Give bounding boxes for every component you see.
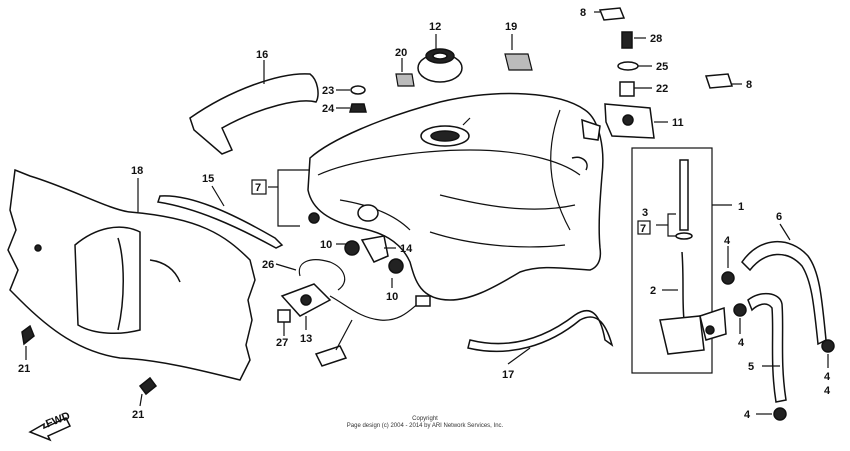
bolt-21-a [21,324,35,346]
fuel-unit-13 [280,259,431,367]
callout-21: 21 [18,363,30,375]
grommet-9 [308,212,320,224]
callout-15: 15 [202,173,214,185]
washer-25 [617,61,639,71]
copyright-line-1: Copyright [412,416,438,422]
callout-7: 7 [640,223,646,235]
callout-24: 24 [322,103,335,115]
callout-8: 8 [746,79,752,91]
callout-box-7-right [637,220,651,235]
side-cover [7,168,256,381]
callout-23: 23 [322,85,334,97]
leader-lines [25,11,829,415]
callout-labels: 1 2 3 4 4 4 4 4 5 6 7 7 8 8 10 10 11 12 … [18,7,831,421]
fuel-valve-1 [659,159,727,355]
copyright-line-2: Page design (c) 2004 - 2014 by ARI Netwo… [346,423,504,429]
clip-4-d [773,407,787,421]
callout-10: 10 [320,239,332,251]
callout-25: 25 [656,61,668,73]
cushion-8-top [598,7,626,21]
cushion-10-a [344,240,360,256]
callout-18: 18 [131,165,143,177]
callout-22: 22 [656,83,668,95]
callout-4: 4 [744,409,751,421]
fuel-tank [307,92,604,301]
callout-13: 13 [300,333,312,345]
bolt-21-b [138,376,158,396]
cushion-8-right [704,73,734,89]
hose-6 [741,241,827,346]
cushion-10-b [388,258,404,274]
callout-11: 11 [672,117,684,129]
callout-4: 4 [824,385,831,397]
clip-4-c [821,339,835,353]
callout-6: 6 [776,211,782,223]
callout-20: 20 [395,47,407,59]
label-plate-20 [395,73,415,87]
collar-22 [619,81,635,97]
callout-19: 19 [505,21,517,33]
bolt-28 [621,31,633,49]
callout-28: 28 [650,33,662,45]
callout-17: 17 [502,369,514,381]
callout-8: 8 [580,7,586,19]
clip-4-a [721,271,735,285]
washer-23 [350,85,366,95]
callout-1: 1 [738,201,744,213]
callout-12: 12 [429,21,441,33]
fuel-valve-assembly-box [631,147,713,374]
callout-5: 5 [748,361,754,373]
callout-14: 14 [400,243,413,255]
callout-10: 10 [386,291,398,303]
callout-box-7-left [251,179,267,195]
callout-3: 3 [642,207,648,219]
fuel-cap-12 [417,48,463,83]
callout-2: 2 [650,285,656,297]
callout-7: 7 [255,182,261,194]
callout-26: 26 [262,259,274,271]
callout-27: 27 [276,337,288,349]
callout-16: 16 [256,49,268,61]
callout-4: 4 [738,337,745,349]
grommet-27 [277,309,291,323]
bracket-14 [360,235,389,263]
callout-4: 4 [824,371,831,383]
strap-15 [157,195,284,249]
strap-17 [467,310,614,353]
hose-5 [747,292,787,403]
bolt-24 [349,103,367,113]
callout-21: 21 [132,409,144,421]
label-plate-19 [504,53,533,71]
clip-4-b [733,303,747,317]
callout-4: 4 [724,235,731,247]
strap-16 [189,73,319,155]
